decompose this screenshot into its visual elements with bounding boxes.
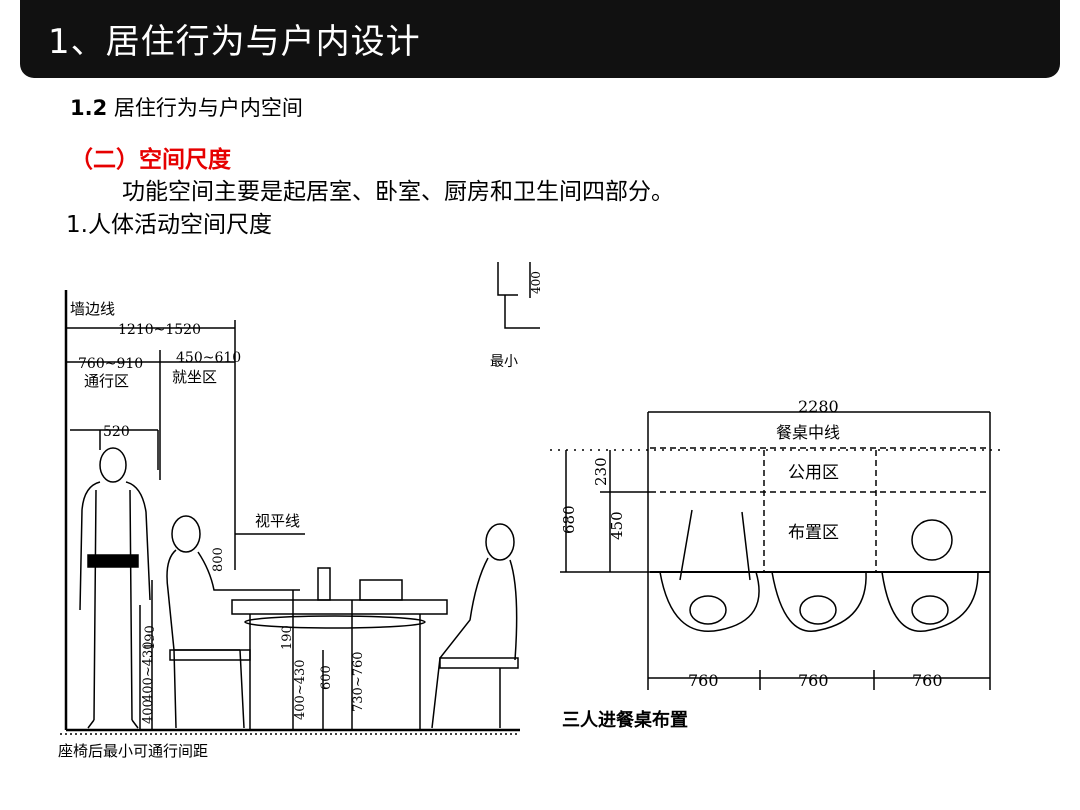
passage-label: 通行区 [84,372,129,390]
dimension-figures: 墙边线 1210~1520 760~910 通行区 450~610 就坐区 52… [60,262,1000,735]
caption-left: 座椅后最小可通行间距 [58,742,209,760]
centerline-label: 餐桌中线 [776,423,840,442]
dim-person: 520 [103,424,130,440]
header-bar: 1、居住行为与户内设计 [20,0,1060,78]
dim-680: 680 [560,505,578,534]
dim-passage: 760~910 [78,356,143,372]
section-heading: （二）空间尺度 [70,147,231,173]
setting-zone-label: 布置区 [788,523,839,543]
shared-zone-label: 公用区 [788,463,839,483]
dim-450: 450 [608,511,626,540]
wall-line-label: 墙边线 [70,300,115,318]
dim-total-left: 1210~1520 [118,322,201,338]
min-label: 最小 [490,354,518,370]
dim-400-430-a: 400~430 [141,641,156,702]
dim-400-a: 400 [141,699,156,724]
dim-400-430-b: 400~430 [293,659,308,720]
dim-600: 600 [319,665,334,690]
dim-800: 800 [211,547,226,572]
dim-190-b: 190 [280,625,295,650]
dim-190-a: 190 [143,625,158,650]
eye-line-label: 视平线 [255,512,300,530]
dim-760-1: 760 [688,671,719,690]
seat-label: 就坐区 [172,368,217,386]
min-dim: 400 [529,271,543,294]
list-item-1: 1.人体活动空间尺度 [66,212,272,238]
slide-title: 1、居住行为与户内设计 [48,22,421,62]
dim-230: 230 [592,457,610,486]
subtitle-number: 1.2 [70,96,108,120]
dim-760-3: 760 [912,671,943,690]
paragraph: 功能空间主要是起居室、卧室、厨房和卫生间四部分。 [122,179,674,205]
caption-right: 三人进餐桌布置 [562,710,688,731]
subtitle-text: 居住行为与户内空间 [107,96,303,120]
subtitle: 1.2 居住行为与户内空间 [70,92,303,122]
dim-760-2: 760 [798,671,829,690]
dim-730-760: 730~760 [351,651,366,712]
dim-total-right: 2280 [798,397,839,416]
dim-seat: 450~610 [176,350,241,366]
